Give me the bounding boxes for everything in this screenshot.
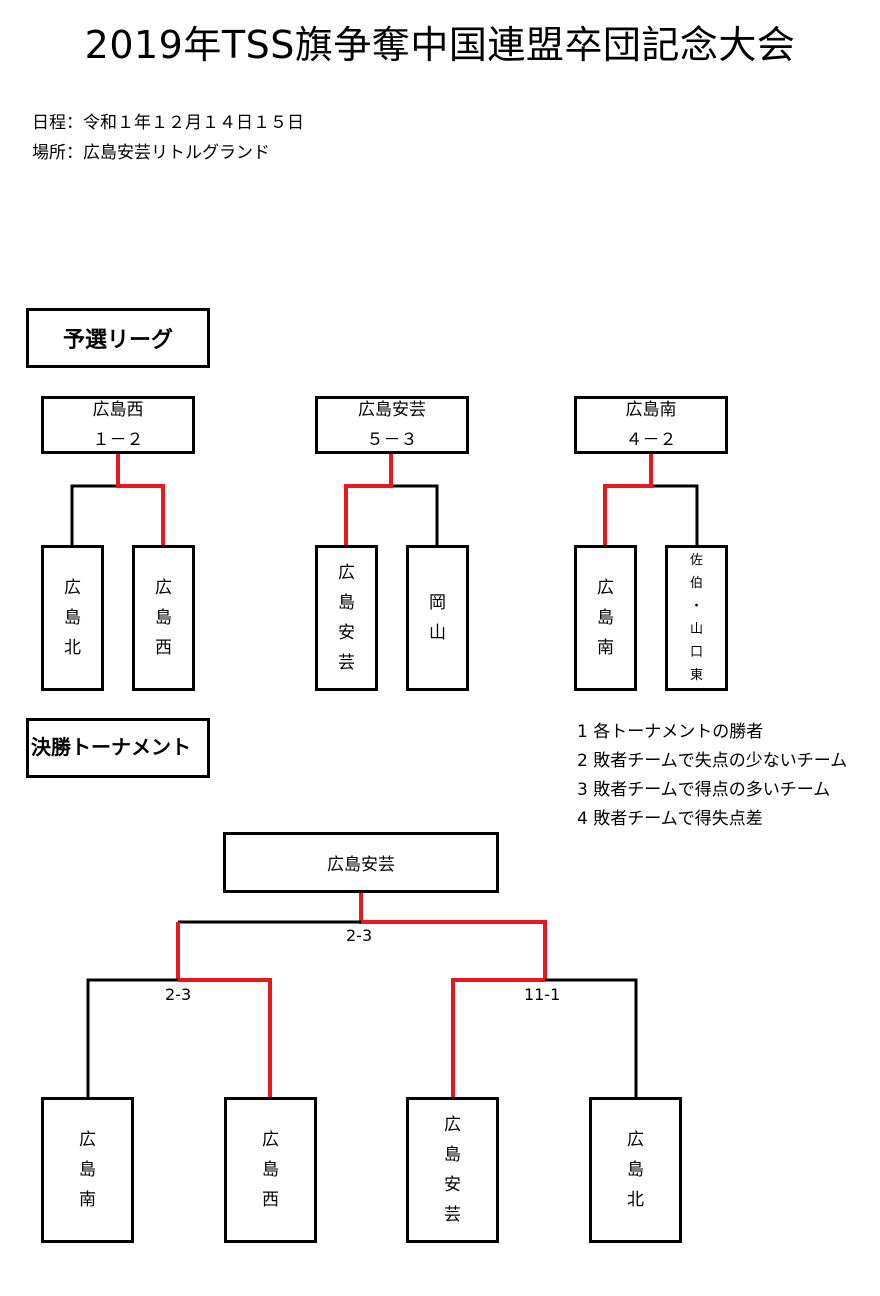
final-header: 決勝トーナメント <box>26 718 210 778</box>
team-char: 広 <box>338 563 355 583</box>
team-char: 広 <box>262 1130 279 1150</box>
team-char: 広 <box>627 1130 644 1150</box>
team-char: 広 <box>155 578 172 598</box>
semi-right-loser-line <box>545 978 638 1098</box>
champion-name: 広島安芸 <box>327 855 395 875</box>
group3-team-left: 広 島 南 <box>574 545 637 691</box>
team-char: 北 <box>64 638 81 658</box>
rule-item: 4 敗者チームで得失点差 <box>577 809 763 829</box>
team-char: 東 <box>689 668 703 683</box>
team-char: 南 <box>79 1190 96 1210</box>
team-char: 伯 <box>689 576 703 591</box>
team-char: 島 <box>597 608 614 628</box>
semi-left-score: 2-3 <box>163 985 194 1004</box>
date-info: 日程：令和１年１２月１４日１５日 <box>32 113 304 133</box>
group2-winner-name: 広島安芸 <box>358 400 426 420</box>
team-char: 島 <box>262 1160 279 1180</box>
venue-info: 場所：広島安芸リトルグランド <box>32 143 270 163</box>
group1-team-left: 広 島 北 <box>41 545 104 691</box>
final-lines <box>86 890 638 1098</box>
prelim-header: 予選リーグ <box>26 308 210 368</box>
group3-winner-line <box>603 454 653 545</box>
group1-lines <box>70 454 165 545</box>
team-char: 広 <box>64 578 81 598</box>
final-team-2: 広 島 西 <box>224 1097 317 1243</box>
group3-winner-box: 広島南 ４－２ <box>574 396 728 454</box>
group3-team-right: 佐 伯 ・ 山 口 東 <box>665 545 728 691</box>
team-char: 北 <box>627 1190 644 1210</box>
team-char: 岡 <box>429 593 446 613</box>
group1-winner-name: 広島西 <box>92 400 144 420</box>
group3-lines <box>603 454 699 545</box>
team-char: 島 <box>155 608 172 628</box>
final-team-3: 広 島 安 芸 <box>406 1097 499 1243</box>
team-char: 口 <box>689 645 703 660</box>
group2-score: ５－３ <box>366 430 418 450</box>
final-score: 2-3 <box>344 926 375 945</box>
team-char: 山 <box>689 622 703 637</box>
champion-box: 広島安芸 <box>223 832 499 893</box>
team-char: 芸 <box>338 653 355 673</box>
team-char: 島 <box>338 593 355 613</box>
rule-item: 3 敗者チームで得点の多いチーム <box>577 780 831 800</box>
page-title: 2019年TSS旗争奪中国連盟卒団記念大会 <box>84 23 796 67</box>
rule-item: 2 敗者チームで失点の少ないチーム <box>577 751 848 771</box>
group2-winner-box: 広島安芸 ５－３ <box>315 396 469 454</box>
group3-winner-name: 広島南 <box>625 400 677 420</box>
group2-lines <box>344 454 439 545</box>
team-char: 島 <box>79 1160 96 1180</box>
team-char: 広 <box>79 1130 96 1150</box>
group2-loser-line <box>391 484 439 545</box>
final-winner-line <box>359 890 547 980</box>
semi-left-loser-line <box>86 978 178 1098</box>
group1-winner-box: 広島西 １－２ <box>41 396 195 454</box>
semi-right-score: 11-1 <box>522 985 563 1004</box>
team-char: 山 <box>429 623 446 643</box>
team-char: 西 <box>155 638 172 658</box>
team-char: 広 <box>597 578 614 598</box>
final-team-1: 広 島 南 <box>41 1097 134 1243</box>
group2-team-right: 岡 山 <box>406 545 469 691</box>
ranking-rules: 1 各トーナメントの勝者 2 敗者チームで失点の少ないチーム 3 敗者チームで得… <box>577 718 847 834</box>
team-char: 安 <box>444 1175 461 1195</box>
team-char: 島 <box>627 1160 644 1180</box>
semi-left-winner-line <box>178 978 272 1098</box>
group1-team-right: 広 島 西 <box>132 545 195 691</box>
team-char: 佐 <box>689 553 703 568</box>
group1-winner-line <box>116 454 165 545</box>
group2-team-left: 広 島 安 芸 <box>315 545 378 691</box>
team-char: ・ <box>689 599 703 614</box>
group3-score: ４－２ <box>625 430 677 450</box>
team-char: 西 <box>262 1190 279 1210</box>
group2-winner-line <box>344 454 393 545</box>
team-char: 芸 <box>444 1205 461 1225</box>
team-char: 南 <box>597 638 614 658</box>
team-char: 島 <box>444 1145 461 1165</box>
team-char: 島 <box>64 608 81 628</box>
group1-score: １－２ <box>92 430 144 450</box>
team-char: 安 <box>338 623 355 643</box>
semi-right-winner-line <box>451 978 545 1098</box>
rule-item: 1 各トーナメントの勝者 <box>577 722 764 742</box>
final-team-4: 広 島 北 <box>589 1097 682 1243</box>
group3-loser-line <box>651 484 699 545</box>
team-char: 広 <box>444 1115 461 1135</box>
group1-loser-line <box>70 484 118 545</box>
